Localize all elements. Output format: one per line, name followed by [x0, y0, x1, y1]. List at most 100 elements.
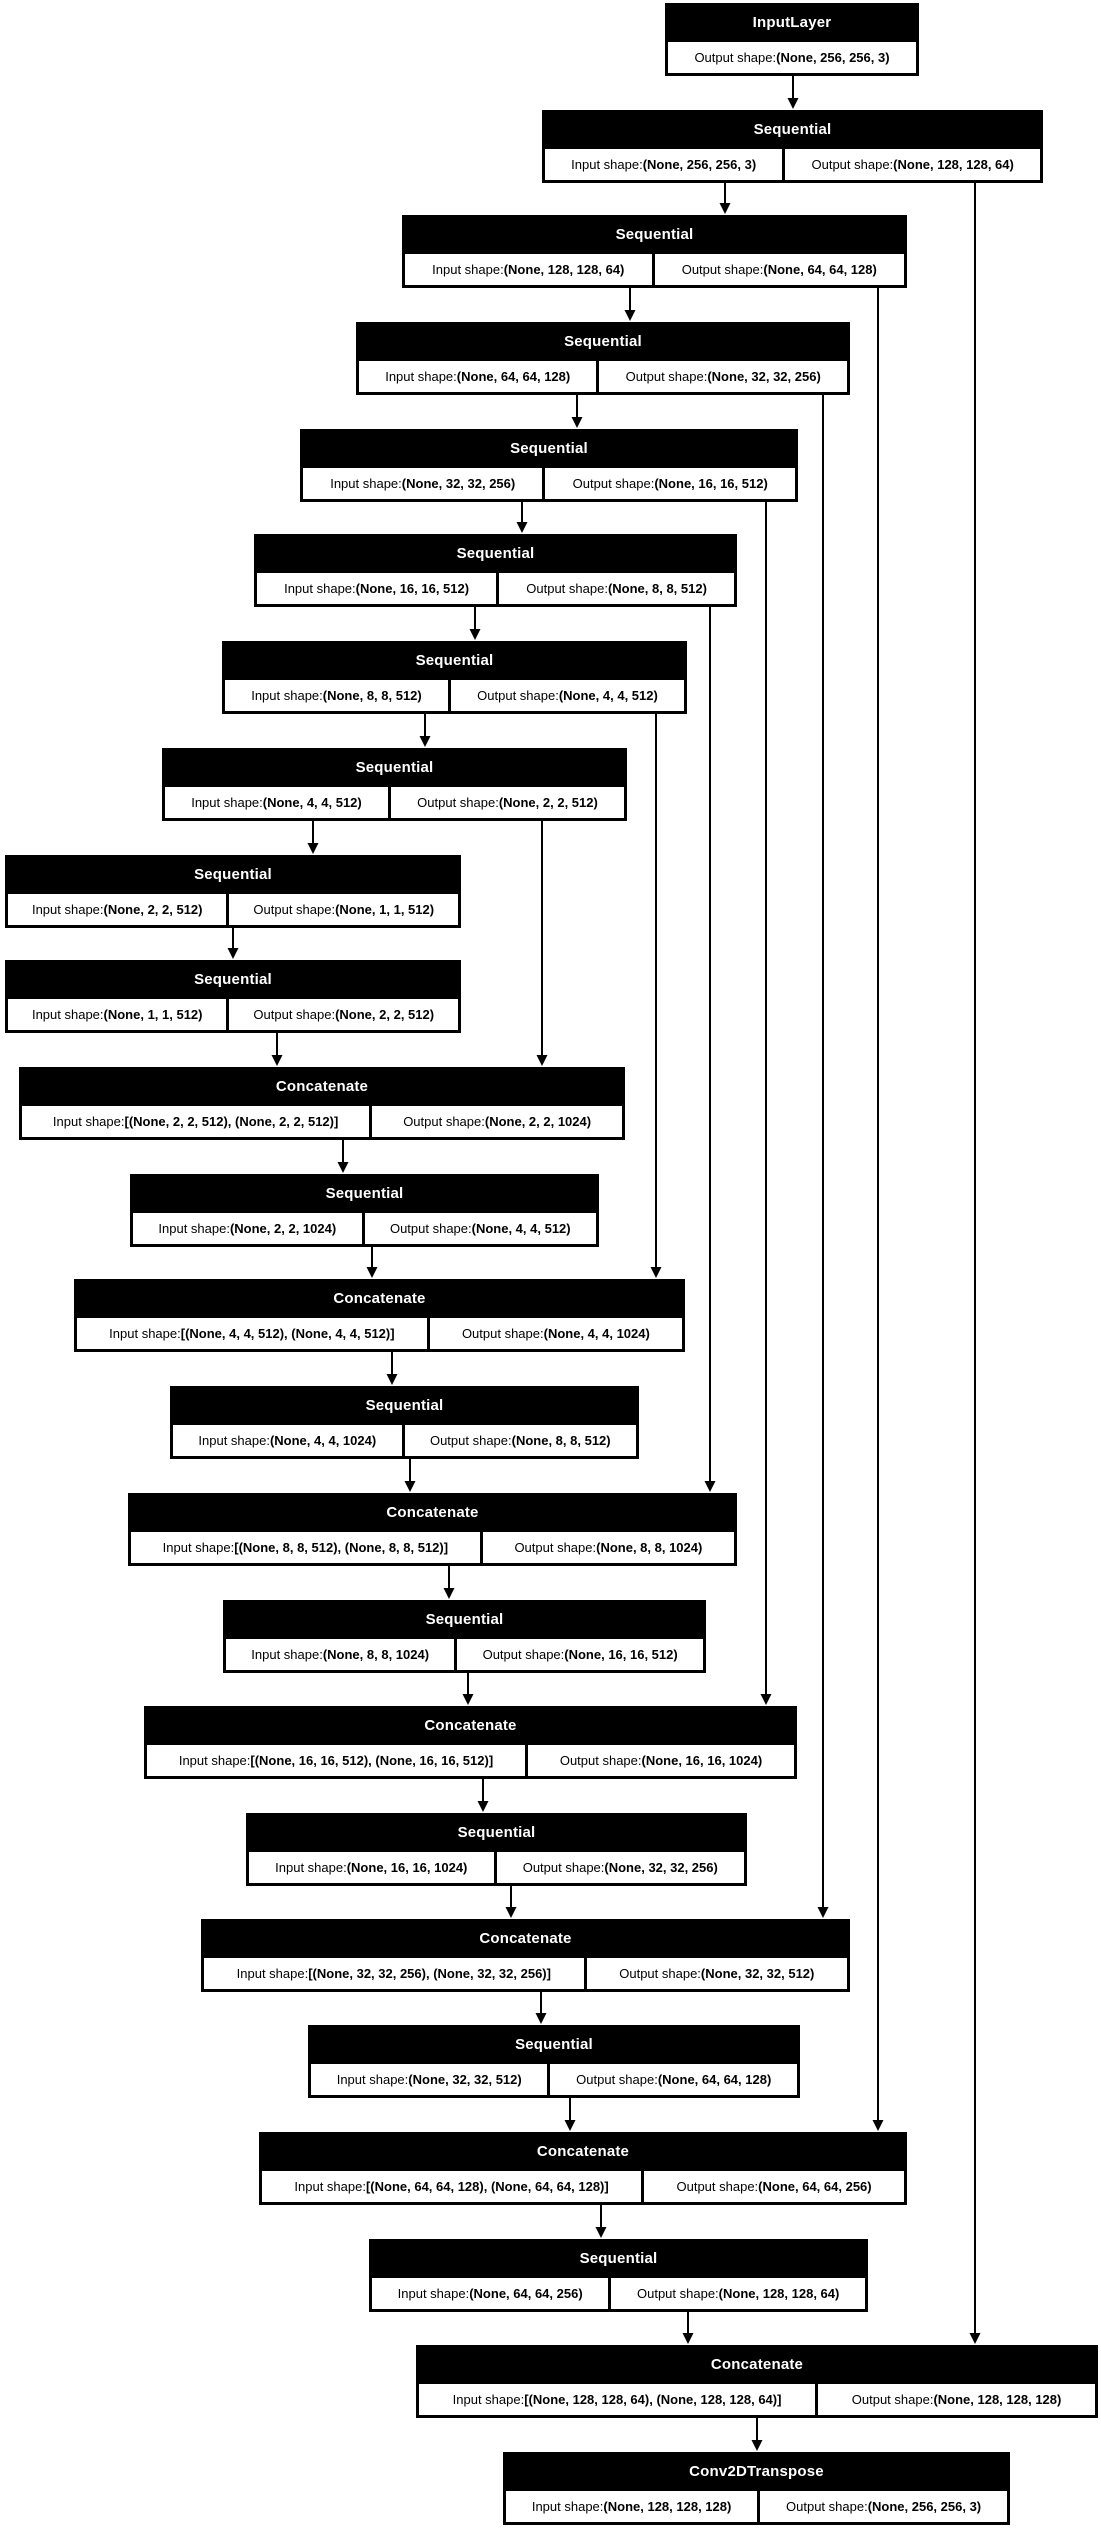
layer-type-label: Concatenate — [386, 1504, 479, 1521]
layer-type-label: Concatenate — [424, 1717, 517, 1734]
shape-value: (None, 4, 4, 1024) — [269, 1433, 377, 1448]
arrowhead-icon — [366, 1267, 378, 1278]
shape-cells-row: Input shape: (None, 1, 1, 512)Output sha… — [8, 999, 459, 1030]
layer-type-label: Concatenate — [275, 1078, 369, 1095]
arrowhead-icon — [469, 629, 481, 640]
shape-value: (None, 64, 64, 256) — [469, 2286, 583, 2301]
shape-cells-row: Input shape: (None, 32, 32, 256)Output s… — [303, 468, 796, 499]
arrowhead-icon — [787, 98, 799, 109]
arrowhead-icon — [462, 1694, 474, 1705]
shape-label-prefix: Output shape: — [576, 2072, 658, 2087]
shape-cells-row: Input shape: (None, 128, 128, 64)Output … — [405, 254, 905, 285]
shape-cells-row: Input shape: (None, 128, 128, 128)Output… — [506, 2491, 1007, 2522]
output-shape-cell: Output shape: (None, 4, 4, 1024) — [429, 1318, 683, 1349]
shape-label-prefix: Output shape: — [694, 50, 777, 65]
shape-label-prefix: Output shape: — [526, 581, 608, 596]
layer-type-label: Sequential — [415, 652, 494, 669]
arrowhead-icon — [271, 1055, 283, 1066]
output-shape-cell: Output shape: (None, 4, 4, 512) — [450, 680, 685, 711]
input-shape-cell: Input shape: [(None, 32, 32, 256), (None… — [204, 1958, 584, 1989]
shape-label-prefix: Output shape: — [572, 476, 655, 491]
arrowhead-icon — [571, 417, 583, 428]
output-shape-cell: Output shape: (None, 8, 8, 1024) — [482, 1532, 735, 1563]
shape-value: (None, 2, 2, 1024) — [229, 1221, 337, 1236]
shape-value: [(None, 64, 64, 128), (None, 64, 64, 128… — [365, 2179, 609, 2194]
arrowhead-icon — [386, 1374, 398, 1385]
output-shape-cell: Output shape: (None, 8, 8, 512) — [499, 573, 735, 604]
arrowhead-icon — [535, 2013, 547, 2024]
input-shape-cell: Input shape: (None, 128, 128, 128) — [506, 2491, 758, 2522]
shape-value: (None, 128, 128, 128) — [933, 2392, 1062, 2407]
shape-label-prefix: Output shape: — [429, 1433, 512, 1448]
arrowhead-icon — [969, 2333, 981, 2344]
arrowhead-icon — [817, 1907, 829, 1918]
shape-value: (None, 16, 16, 1024) — [641, 1753, 763, 1768]
layer-type-label: Sequential — [753, 121, 832, 138]
shape-label-prefix: Output shape: — [514, 1540, 597, 1555]
shape-value: (None, 64, 64, 256) — [758, 2179, 872, 2194]
input-shape-cell: Input shape: (None, 256, 256, 3) — [545, 149, 783, 180]
shape-cells-row: Input shape: (None, 16, 16, 1024)Output … — [249, 1852, 745, 1883]
shape-cells-row: Input shape: [(None, 64, 64, 128), (None… — [262, 2171, 905, 2202]
shape-label-prefix: Input shape: — [385, 369, 457, 384]
shape-cells-row: Input shape: [(None, 32, 32, 256), (None… — [204, 1958, 848, 1989]
shape-value: (None, 8, 8, 1024) — [596, 1540, 703, 1555]
shape-label-prefix: Output shape: — [559, 1753, 642, 1768]
shape-value: (None, 32, 32, 512) — [408, 2072, 522, 2087]
input-shape-cell: Input shape: [(None, 4, 4, 512), (None, … — [77, 1318, 427, 1349]
arrowhead-icon — [595, 2227, 607, 2238]
shape-cells-row: Input shape: [(None, 2, 2, 512), (None, … — [22, 1106, 623, 1137]
output-shape-cell: Output shape: (None, 2, 2, 1024) — [372, 1106, 623, 1137]
output-shape-cell: Output shape: (None, 1, 1, 512) — [229, 894, 459, 925]
input-shape-cell: Input shape: [(None, 2, 2, 512), (None, … — [22, 1106, 370, 1137]
shape-label-prefix: Input shape: — [109, 1326, 181, 1341]
shape-label-prefix: Input shape: — [198, 1433, 270, 1448]
arrowhead-icon — [719, 203, 731, 214]
shape-value: (None, 8, 8, 512) — [511, 1433, 611, 1448]
shape-label-prefix: Output shape: — [389, 1221, 472, 1236]
shape-value: (None, 256, 256, 3) — [867, 2499, 982, 2514]
layer-type-label: Concatenate — [710, 2356, 804, 2373]
input-shape-cell: Input shape: (None, 16, 16, 512) — [257, 573, 497, 604]
shape-label-prefix: Output shape: — [851, 2392, 934, 2407]
shape-value: (None, 4, 4, 512) — [471, 1221, 571, 1236]
shape-value: (None, 16, 16, 512) — [654, 476, 768, 491]
shape-cells-row: Input shape: (None, 8, 8, 1024)Output sh… — [226, 1639, 703, 1670]
input-shape-cell: Input shape: [(None, 16, 16, 512), (None… — [147, 1745, 525, 1776]
output-shape-cell: Output shape: (None, 4, 4, 512) — [364, 1213, 596, 1244]
shape-value: (None, 2, 2, 512) — [498, 795, 598, 810]
arrowhead-icon — [419, 736, 431, 747]
shape-cells-row: Input shape: [(None, 16, 16, 512), (None… — [147, 1745, 795, 1776]
shape-label-prefix: Input shape: — [294, 2179, 366, 2194]
layer-type-label: Concatenate — [536, 2143, 630, 2160]
input-shape-cell: Input shape: (None, 128, 128, 64) — [405, 254, 652, 285]
shape-value: (None, 32, 32, 256) — [707, 369, 821, 384]
output-shape-cell: Output shape: (None, 128, 128, 64) — [785, 149, 1041, 180]
shape-label-prefix: Input shape: — [336, 2072, 409, 2087]
output-shape-cell: Output shape: (None, 8, 8, 512) — [404, 1425, 636, 1456]
input-shape-cell: Input shape: (None, 1, 1, 512) — [8, 999, 227, 1030]
shape-label-prefix: Output shape: — [637, 2286, 719, 2301]
shape-label-prefix: Output shape: — [403, 1114, 485, 1129]
layer-type-label: Sequential — [579, 2250, 658, 2267]
shape-cells-row: Input shape: (None, 2, 2, 1024)Output sh… — [133, 1213, 596, 1244]
shape-cells-row: Input shape: [(None, 128, 128, 64), (Non… — [419, 2384, 1095, 2415]
shape-label-prefix: Input shape: — [397, 2286, 470, 2301]
input-shape-cell: Input shape: (None, 64, 64, 128) — [359, 361, 597, 392]
output-shape-cell: Output shape: (None, 64, 64, 256) — [644, 2171, 905, 2202]
arrowhead-icon — [516, 522, 528, 533]
layer-type-label: Sequential — [510, 440, 588, 457]
shape-label-prefix: Output shape: — [477, 688, 559, 703]
input-shape-cell: Input shape: (None, 2, 2, 512) — [8, 894, 227, 925]
shape-value: [(None, 4, 4, 512), (None, 4, 4, 512)] — [180, 1326, 395, 1341]
